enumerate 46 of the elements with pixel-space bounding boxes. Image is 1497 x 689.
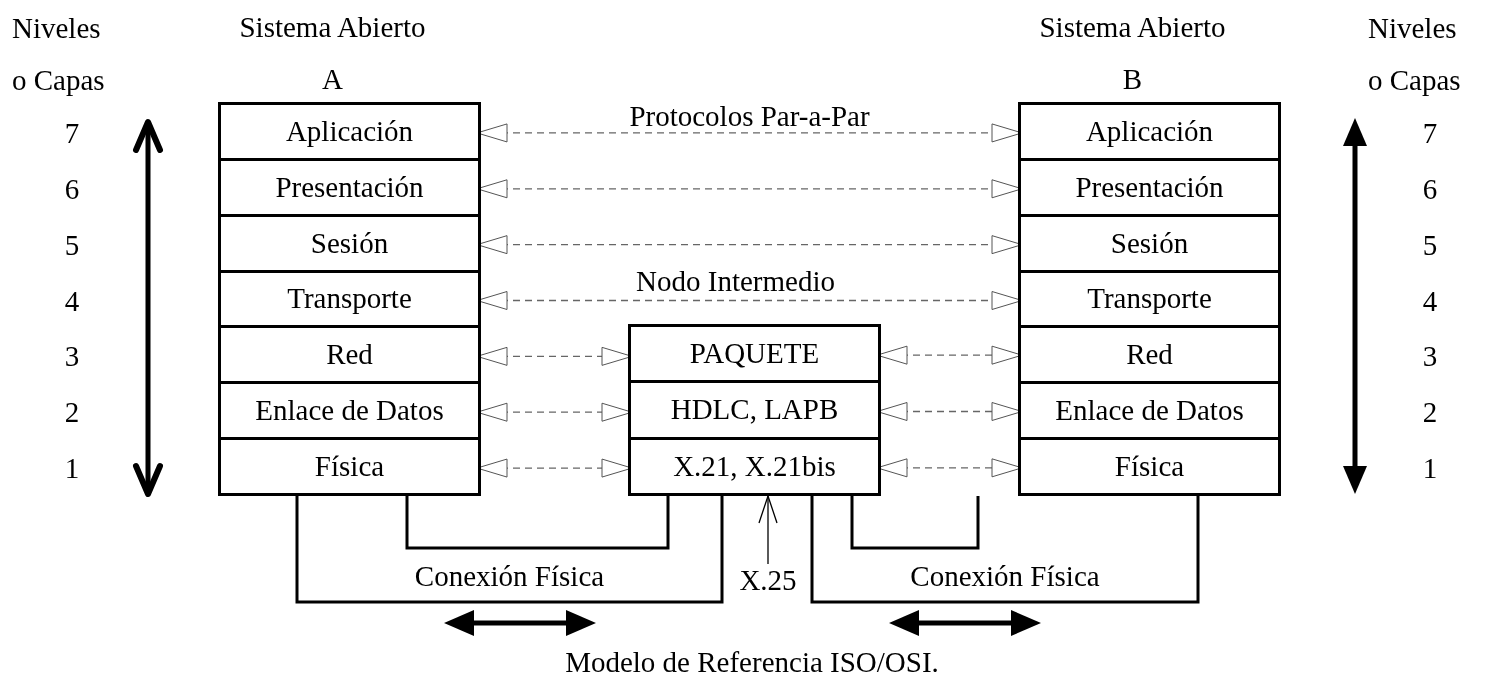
edge-label: Conexión Física [909,559,1101,594]
layer-cell: PAQUETE [631,327,878,384]
connection-line [295,496,724,604]
stack-heading: Nodo Intermedio [635,264,836,299]
axis-heading: Niveles o Capas [1368,11,1462,98]
layer-cell: Enlace de Datos [1021,384,1278,441]
layer-number: 4 [1421,283,1439,319]
stack-heading: Sistema Abierto A [238,10,427,97]
layer-number: 6 [1421,171,1439,207]
layer-cell: Transporte [1021,272,1278,329]
layer-number: 5 [1421,227,1439,263]
layer-cell: Aplicación [1021,105,1278,161]
layer-cell: Presentación [1021,160,1278,217]
layer-cell: Física [221,440,478,496]
layer-cell: Física [1021,440,1278,496]
layer-number: 2 [63,395,81,431]
connection-line [810,496,1200,604]
layer-number: 3 [63,339,81,375]
layer-cell: Red [221,328,478,385]
edge-label: Conexión Física [413,559,606,594]
layer-number: 1 [63,451,81,487]
layer-cell: X.21, X.21bis [631,439,878,496]
layer-cell: Enlace de Datos [221,384,478,441]
layer-cell: HDLC, LAPB [631,383,878,440]
leader-text: X.25 [735,562,801,598]
layer-number: 7 [63,115,81,151]
layer-number: 4 [63,283,81,319]
layer-cell: Presentación [221,160,478,217]
layer-cell: Transporte [221,272,478,329]
layer-cell: Sesión [1021,216,1278,273]
layer-cell: Red [1021,328,1278,385]
layer-number: 1 [1421,451,1439,487]
layer-number: 5 [63,227,81,263]
layer-cell: Aplicación [221,105,478,161]
layer-number: 7 [1421,115,1439,151]
layer-cell: Sesión [221,216,478,273]
edge-label: Protocolos Par-a-Par [628,98,871,134]
connection-line [850,496,980,550]
stack-heading: Sistema Abierto B [1038,10,1227,97]
layer-number: 6 [63,171,81,207]
layer-number: 3 [1421,339,1439,375]
leader-line [758,495,778,565]
axis-heading: Niveles o Capas [12,11,106,98]
layer-number: 2 [1421,395,1439,431]
connection-line [405,496,670,550]
caption: Modelo de Referencia ISO/OSI. [564,645,940,680]
